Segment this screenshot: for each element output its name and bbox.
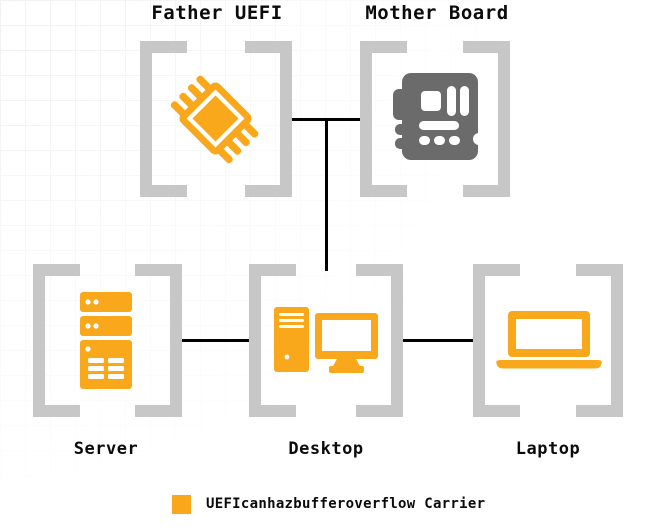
frame-bracket-right [356, 264, 403, 417]
frame-bracket-right [135, 264, 182, 417]
frame-bracket-right [245, 41, 292, 197]
frame-bracket-right [463, 41, 510, 197]
legend: UEFIcanhazbufferoverflow Carrier [172, 495, 485, 514]
label-server: Server [73, 439, 139, 459]
connector-parents-desktop [325, 118, 328, 271]
frame-bracket-right [576, 264, 623, 417]
node-server [33, 264, 182, 417]
label-desktop: Desktop [288, 439, 364, 459]
legend-swatch-carrier [172, 495, 191, 514]
frame-bracket-left [140, 41, 187, 197]
node-father-uefi [140, 41, 292, 197]
label-father-uefi: Father UEFI [151, 2, 283, 24]
chip-icon [170, 75, 259, 164]
frame-bracket-left [360, 41, 407, 197]
node-laptop [473, 264, 623, 417]
desktop-icon [274, 307, 378, 373]
node-desktop [249, 264, 403, 417]
label-mother-board: Mother Board [365, 2, 509, 24]
motherboard-icon [393, 73, 485, 160]
frame-bracket-left [249, 264, 296, 417]
label-laptop: Laptop [515, 439, 581, 459]
frame-bracket-left [473, 264, 520, 417]
connector-desktop-laptop [403, 339, 473, 342]
node-mother-board [360, 41, 510, 197]
connector-server-desktop [182, 339, 249, 342]
laptop-icon [496, 311, 602, 369]
legend-label: UEFIcanhazbufferoverflow Carrier [206, 496, 486, 512]
frame-bracket-left [33, 264, 80, 417]
server-icon [80, 292, 132, 389]
